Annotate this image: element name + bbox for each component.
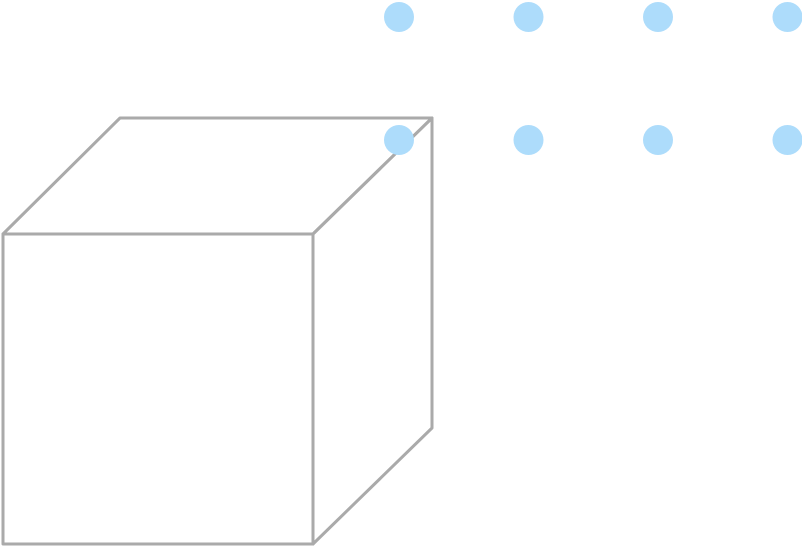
dot-0-3 — [772, 2, 802, 32]
dot-1-3 — [772, 125, 802, 155]
dot-0-0 — [384, 2, 414, 32]
cube-top-face — [1, 116, 434, 236]
cube-side-face — [311, 116, 434, 546]
cube-outline-icon — [1, 116, 434, 546]
dot-1-0 — [384, 125, 414, 155]
dot-1-1 — [513, 125, 544, 155]
dot-0-2 — [643, 2, 673, 32]
dot-grid — [384, 2, 802, 155]
dot-0-1 — [513, 2, 544, 32]
cube-front-face — [1, 232, 315, 546]
dot-1-2 — [643, 125, 673, 155]
